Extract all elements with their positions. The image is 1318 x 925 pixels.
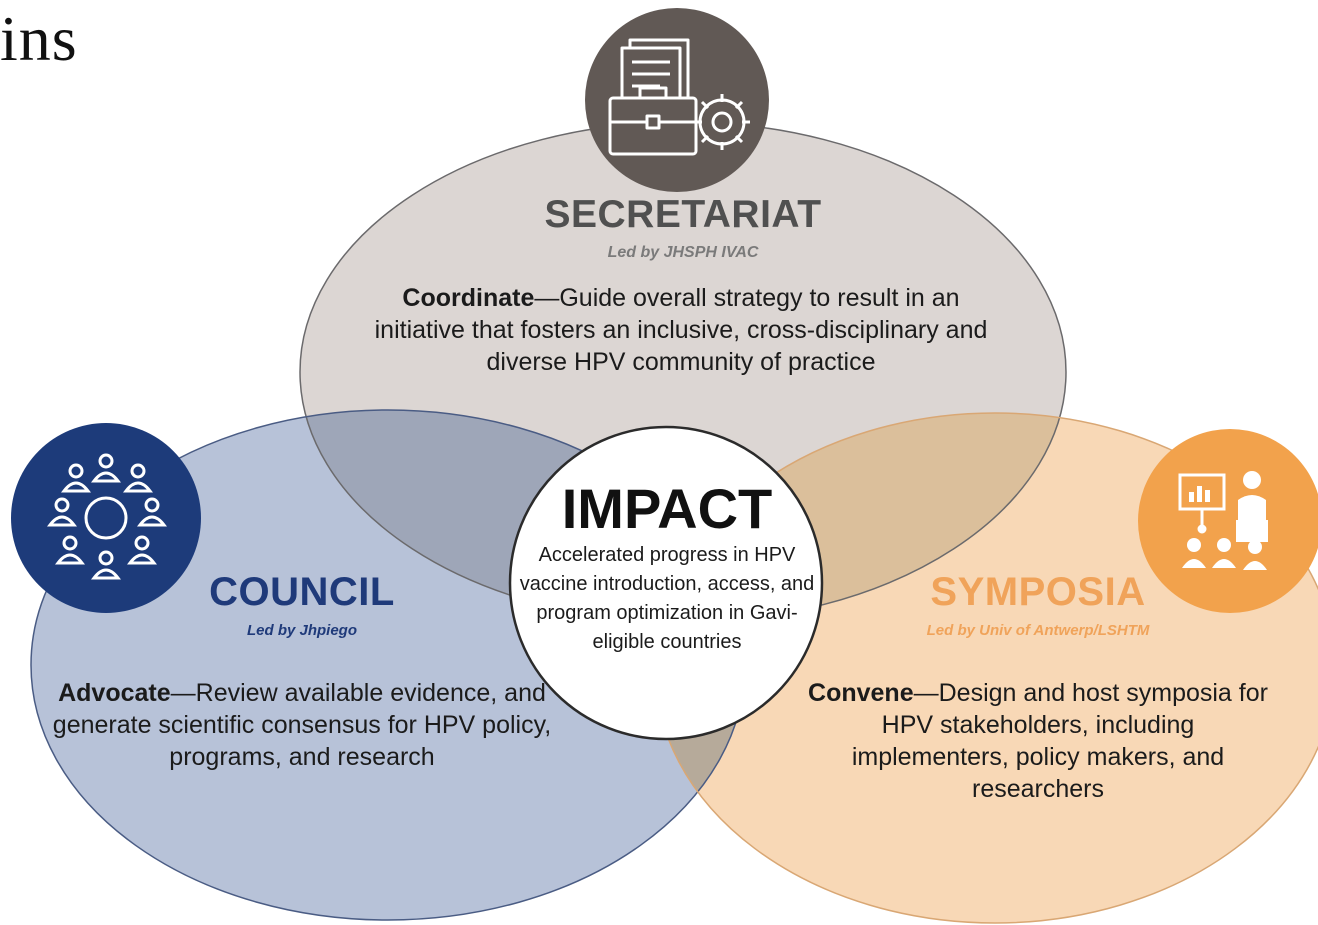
people-circle-network-icon bbox=[11, 423, 201, 613]
council-description: —Review available evidence, and generate… bbox=[52, 679, 552, 771]
secretariat-verb: Coordinate bbox=[402, 284, 535, 312]
council-description-block: Advocate—Review available evidence, and … bbox=[52, 677, 552, 773]
secretariat-title: SECRETARIAT bbox=[544, 193, 822, 236]
symposia-lead: Led by Univ of Antwerp/LSHTM bbox=[926, 622, 1150, 639]
secretariat-description-block: Coordinate—Guide overall strategy to res… bbox=[361, 282, 1001, 378]
documents-briefcase-gear-icon bbox=[585, 8, 769, 192]
impact-title: IMPACT bbox=[561, 477, 773, 540]
symposia-title: SYMPOSIA bbox=[930, 570, 1146, 614]
council-verb: Advocate bbox=[58, 679, 171, 707]
impact-description: Accelerated progress in HPV vaccine intr… bbox=[519, 544, 815, 653]
symposia-verb: Convene bbox=[808, 679, 914, 707]
symposia-description: —Design and host symposia for HPV stakeh… bbox=[851, 679, 1268, 803]
corner-text: ins bbox=[0, 3, 78, 74]
secretariat-lead: Led by JHSPH IVAC bbox=[607, 244, 759, 261]
symposia-secretariat-overlap bbox=[655, 413, 1066, 622]
secretariat-description: —Guide overall strategy to result in an … bbox=[374, 284, 988, 376]
presentation-audience-icon bbox=[1138, 429, 1318, 613]
council-lead: Led by Jhpiego bbox=[246, 622, 358, 639]
symposia-description-block: Convene—Design and host symposia for HPV… bbox=[808, 677, 1268, 805]
impact-circle bbox=[508, 425, 824, 741]
council-title: COUNCIL bbox=[209, 570, 395, 614]
